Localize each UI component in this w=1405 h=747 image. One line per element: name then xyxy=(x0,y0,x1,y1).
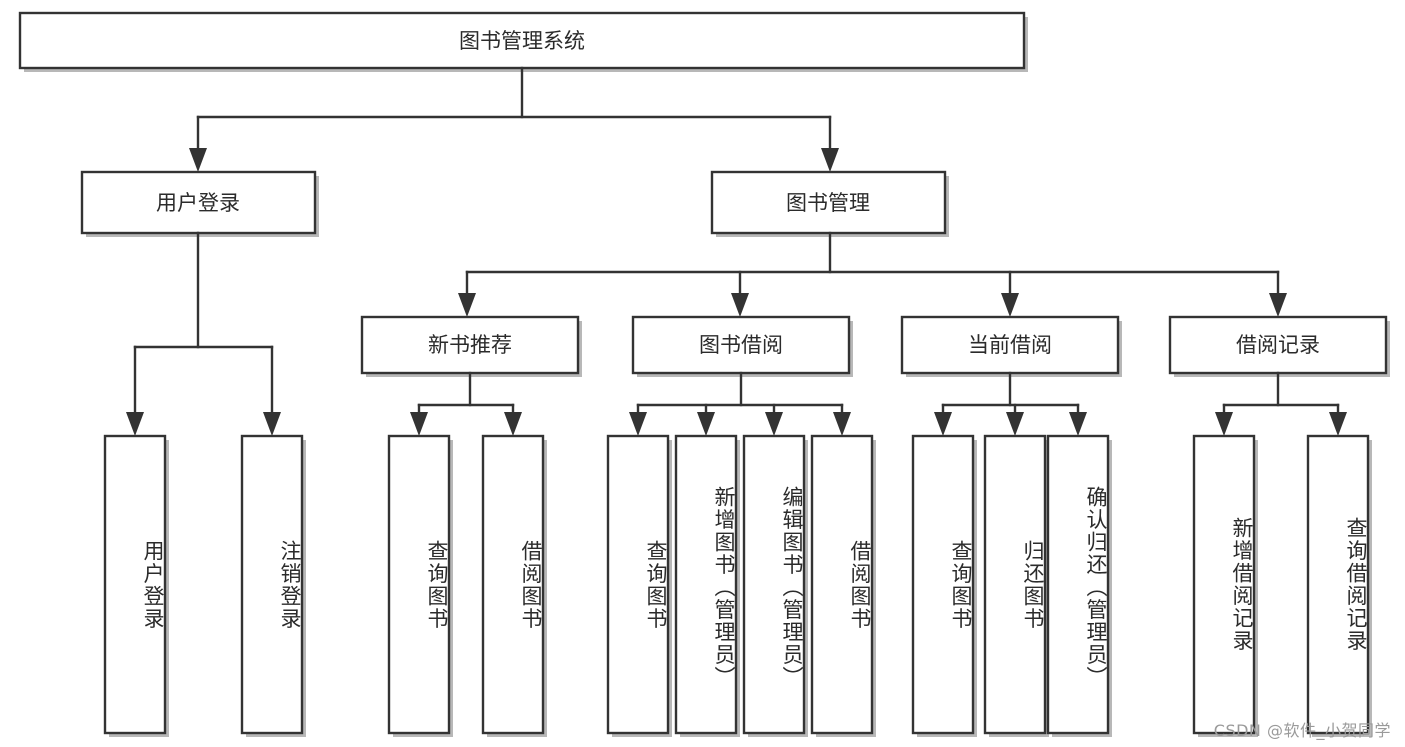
node-new-book-rec[interactable] xyxy=(360,315,582,377)
node-current-borrow[interactable] xyxy=(900,315,1122,377)
connector-borrow-record-to-leaves xyxy=(1215,371,1347,436)
connector-root-to-level1 xyxy=(189,66,839,172)
node-label-borrow-record: 借阅记录 xyxy=(1236,333,1320,357)
node-label-book-borrow: 图书借阅 xyxy=(699,333,783,357)
leaf-node-query-book-2[interactable] xyxy=(606,434,672,737)
connector-book-borrow-to-leaves xyxy=(629,371,851,436)
leaf-node-add-book[interactable] xyxy=(674,434,740,737)
leaf-node-return-book[interactable] xyxy=(983,434,1049,737)
node-book-manage[interactable] xyxy=(710,170,949,237)
connector-new-book-rec-to-leaves xyxy=(410,371,522,436)
leaf-node-user-login[interactable] xyxy=(103,434,169,737)
leaf-box-group xyxy=(103,434,1372,737)
node-label-user-login: 用户登录 xyxy=(156,191,240,215)
node-borrow-record[interactable] xyxy=(1168,315,1390,377)
watermark-text: CSDN @软件_小贺同学 xyxy=(1213,721,1391,740)
leaf-node-borrow-book-2[interactable] xyxy=(810,434,876,737)
node-label-root: 图书管理系统 xyxy=(459,29,585,53)
leaf-node-borrow-book-1[interactable] xyxy=(481,434,547,737)
node-root[interactable] xyxy=(18,11,1028,72)
connector-user-login-to-leaves xyxy=(126,231,281,436)
node-label-book-manage: 图书管理 xyxy=(786,191,870,215)
leaf-node-add-record[interactable] xyxy=(1192,434,1258,737)
leaf-node-query-book-1[interactable] xyxy=(387,434,453,737)
leaf-node-query-book-3[interactable] xyxy=(911,434,977,737)
node-book-borrow[interactable] xyxy=(631,315,853,377)
leaf-node-edit-book[interactable] xyxy=(742,434,808,737)
leaf-node-confirm-return[interactable] xyxy=(1046,434,1112,737)
connector-book-manage-to-level2 xyxy=(458,231,1287,317)
node-label-current-borrow: 当前借阅 xyxy=(968,333,1052,357)
connector-current-borrow-to-leaves xyxy=(934,371,1087,436)
node-user-login[interactable] xyxy=(80,170,319,237)
node-label-new-book-rec: 新书推荐 xyxy=(428,333,512,357)
leaf-node-query-record[interactable] xyxy=(1306,434,1372,737)
leaf-node-logout[interactable] xyxy=(240,434,306,737)
